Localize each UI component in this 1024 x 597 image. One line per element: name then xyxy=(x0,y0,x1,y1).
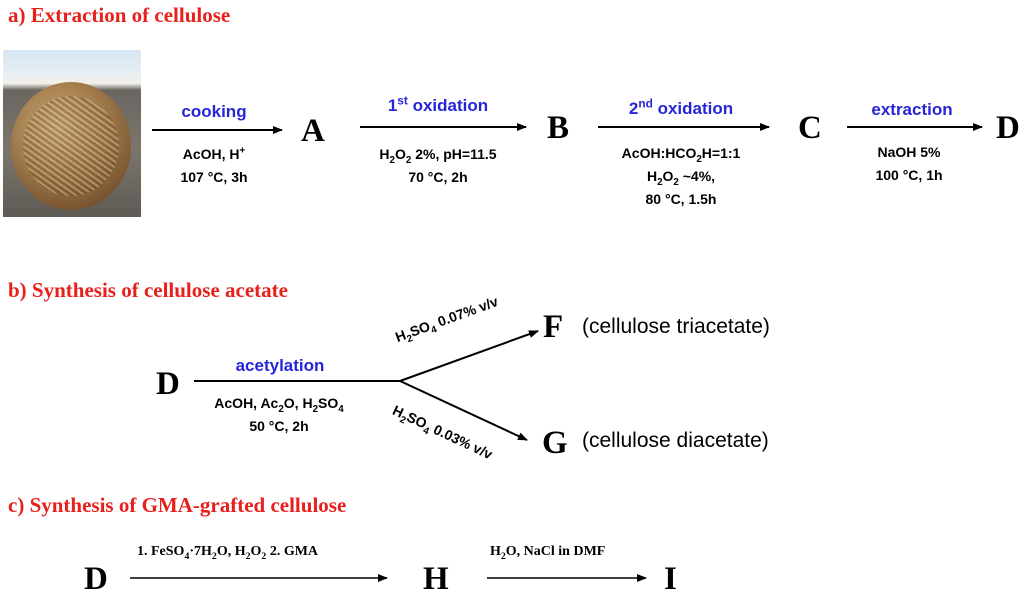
arrow-branch-up xyxy=(399,330,539,382)
section-b-title: b) Synthesis of cellulose acetate xyxy=(8,278,288,302)
arrow-branch-down xyxy=(399,380,528,441)
oxidation1-conditions: H2O2 2%, pH=11.5 70 °C, 2h xyxy=(379,146,497,185)
grafting-conditions: 1. FeSO4·7H2O, H2O2 2. GMA xyxy=(137,544,319,562)
acetylation-conditions: AcOH, Ac2O, H2SO4 50 °C, 2h xyxy=(214,395,344,434)
compound-D-c: D xyxy=(84,561,108,597)
oxidation2-conditions: AcOH:HCO2H=1:1 H2O2 ~4%, 80 °C, 1.5h xyxy=(621,145,741,207)
oxidation2-label: 2nd oxidation xyxy=(628,96,734,118)
compound-G: G xyxy=(542,425,568,461)
compound-F: F xyxy=(543,309,564,345)
acetylation-label: acetylation xyxy=(235,356,325,375)
section-c-title: c) Synthesis of GMA-grafted cellulose xyxy=(8,493,347,517)
extraction-label: extraction xyxy=(871,100,953,119)
extraction-conditions: NaOH 5% 100 °C, 1h xyxy=(875,144,943,183)
cooking-label: cooking xyxy=(181,102,247,121)
section-a-title: a) Extraction of cellulose xyxy=(8,3,231,27)
compound-C: C xyxy=(798,110,822,146)
oxidation1-label: 1st oxidation xyxy=(387,93,489,115)
compound-F-description: (cellulose triacetate) xyxy=(582,315,770,338)
compound-D-a: D xyxy=(996,110,1020,146)
tumbleweed-ball-photo xyxy=(3,50,141,217)
compound-H: H xyxy=(423,561,449,597)
compound-G-description: (cellulose diacetate) xyxy=(582,429,769,452)
compound-I: I xyxy=(664,561,677,597)
compound-A: A xyxy=(301,113,325,149)
cooking-conditions: AcOH, H+ 107 °C, 3h xyxy=(180,145,248,185)
wash-conditions: H2O, NaCl in DMF xyxy=(490,544,606,562)
compound-B: B xyxy=(547,110,570,146)
compound-D-b: D xyxy=(156,366,180,402)
